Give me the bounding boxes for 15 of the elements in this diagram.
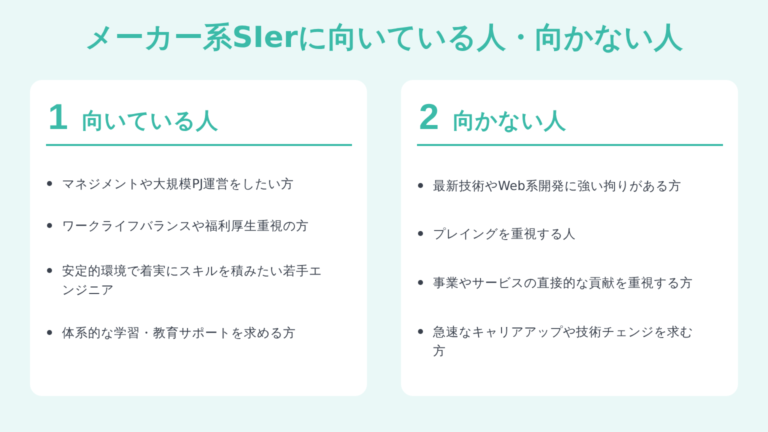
list-item: 体系的な学習・教育サポートを求める方 xyxy=(62,324,297,342)
section-number: 1 xyxy=(48,96,68,138)
card-background xyxy=(401,80,738,396)
title: メーカー系SIerに向いている人・向かない人 xyxy=(84,19,684,56)
section-heading: 向かない人 xyxy=(453,108,566,136)
list-item: 事業やサービスの直接的な貢献を重視する方 xyxy=(433,274,694,292)
section-number: 2 xyxy=(419,96,440,138)
list-item: ワークライフバランスや福利厚生重視の方 xyxy=(62,217,310,235)
list-item: プレイングを重視する人 xyxy=(433,225,577,243)
section-heading: 向いている人 xyxy=(82,108,218,136)
list-item: 安定的環境で着実にスキルを積みたい若手エンジニア xyxy=(62,262,323,299)
list-item: マネジメントや大規模PJ運営をしたい方 xyxy=(62,175,296,193)
list-item: 最新技術やWeb系開発に強い拘りがある方 xyxy=(433,177,682,195)
list-item: 急速なキャリアアップや技術チェンジを求む方 xyxy=(433,323,694,360)
card-background xyxy=(30,80,367,396)
